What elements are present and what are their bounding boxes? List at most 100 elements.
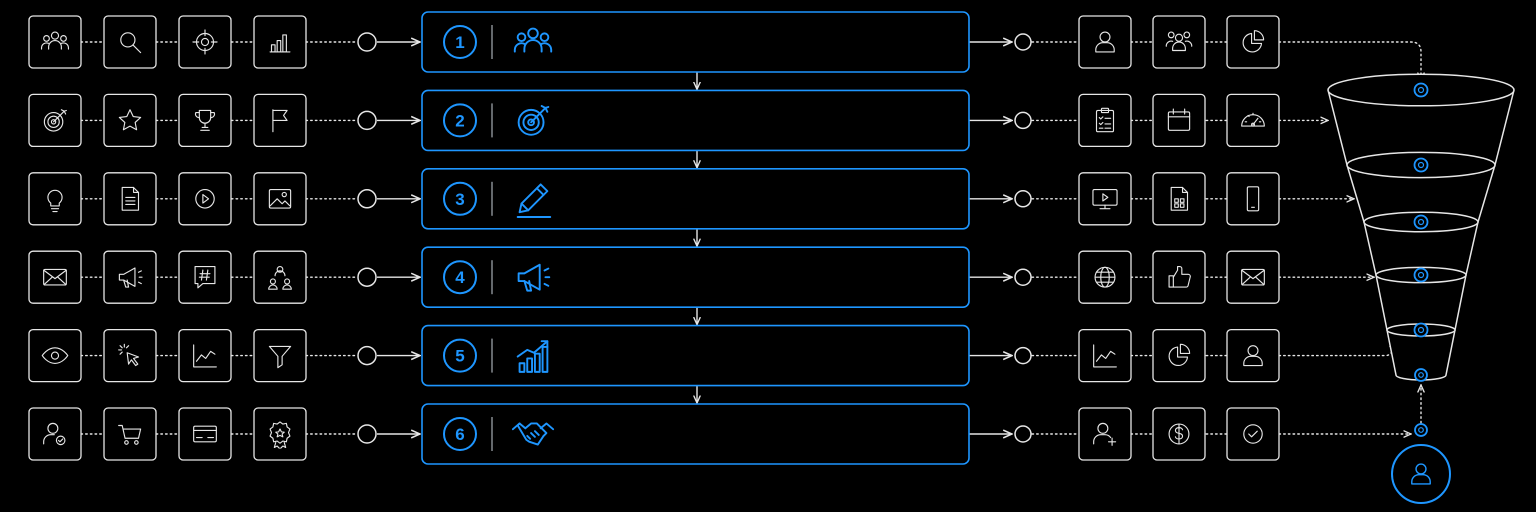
icon-tile xyxy=(28,407,82,461)
icon-tile xyxy=(103,15,157,69)
funnel-entry-node xyxy=(1414,423,1428,437)
lightbulb-icon xyxy=(47,189,63,213)
icon-tile xyxy=(1078,172,1132,226)
people-icon xyxy=(40,31,70,50)
credit-card-icon xyxy=(193,425,217,443)
dollar-icon xyxy=(1168,423,1190,445)
icon-tile xyxy=(178,250,232,304)
target-arrow-icon xyxy=(43,109,67,132)
funnel-node xyxy=(1413,82,1429,98)
stage-row-4: 4 xyxy=(28,246,1280,308)
award-badge-icon xyxy=(269,421,291,449)
connector-node xyxy=(357,345,377,366)
line-graph-icon xyxy=(193,344,217,368)
icon-tile xyxy=(1226,407,1280,461)
line-graph-icon xyxy=(1093,344,1117,368)
connector-node xyxy=(1014,111,1032,130)
icon-tile xyxy=(1226,250,1280,304)
funnel-band-5 xyxy=(1386,322,1456,381)
stage-row-6: 6 xyxy=(28,403,1280,465)
connector-node xyxy=(1014,33,1032,51)
stage-number-badge xyxy=(443,25,477,59)
icon-tile xyxy=(1152,407,1206,461)
monitor-play-icon xyxy=(1092,189,1118,210)
connector-node xyxy=(1014,190,1032,208)
search-icon xyxy=(120,32,142,54)
stage-box[interactable]: 4 xyxy=(421,246,970,308)
icon-tile xyxy=(1078,250,1132,304)
user-icon xyxy=(1411,463,1431,485)
icon-tile xyxy=(28,93,82,148)
check-circle-icon xyxy=(1243,424,1263,444)
connector-node xyxy=(1014,425,1032,443)
thumbs-up-icon xyxy=(1168,266,1191,288)
funnel-node xyxy=(1413,214,1429,230)
icon-tile xyxy=(253,15,307,69)
mail-icon xyxy=(43,268,67,286)
stage-number: 5 xyxy=(455,347,464,366)
hashtag-chat-icon xyxy=(194,266,216,289)
icon-tile xyxy=(103,172,157,226)
icon-tile xyxy=(1152,172,1206,226)
customer-node xyxy=(1391,444,1451,504)
stage-number: 4 xyxy=(455,268,465,287)
icon-tile xyxy=(178,15,232,69)
icon-tile xyxy=(1078,328,1132,383)
icon-tile xyxy=(178,328,232,383)
funnel-band-3 xyxy=(1363,211,1479,284)
stage-number: 1 xyxy=(455,33,464,52)
stage-number-badge xyxy=(443,181,477,216)
stage-box[interactable]: 3 xyxy=(421,168,970,230)
funnel-connector xyxy=(1278,340,1394,357)
globe-icon xyxy=(1094,266,1116,288)
filter-icon xyxy=(268,345,292,369)
calendar-icon xyxy=(1167,108,1191,131)
megaphone-icon xyxy=(118,267,143,288)
megaphone-icon xyxy=(517,263,551,292)
stage-box[interactable]: 2 xyxy=(421,89,970,152)
icon-tile xyxy=(178,407,232,461)
funnel-connector xyxy=(1278,41,1421,80)
icon-tile xyxy=(1078,407,1132,461)
icon-tile xyxy=(103,93,157,148)
stage-number-badge xyxy=(443,260,477,295)
people-icon xyxy=(513,27,553,53)
star-icon xyxy=(118,109,142,131)
stage-row-5: 5 xyxy=(28,324,1280,387)
stage-box[interactable]: 5 xyxy=(421,324,970,387)
connector-node xyxy=(357,189,377,209)
funnel xyxy=(1327,73,1515,504)
user-icon xyxy=(1095,31,1115,53)
icon-tile xyxy=(28,172,82,226)
flag-icon xyxy=(272,109,288,133)
connector-node xyxy=(357,424,377,444)
pie-chart-icon xyxy=(1168,343,1191,366)
image-icon xyxy=(268,189,292,209)
icon-tile xyxy=(103,407,157,461)
icon-tile xyxy=(1078,93,1132,148)
stage-box[interactable]: 1 xyxy=(421,11,970,73)
stage-number-badge xyxy=(443,417,477,451)
stage-row-1: 1 xyxy=(28,11,1280,73)
speedometer-icon xyxy=(1241,112,1265,127)
document-icon xyxy=(121,186,140,211)
target-arrow-icon xyxy=(517,105,550,136)
funnel-node xyxy=(1414,368,1428,382)
stage-box[interactable]: 6 xyxy=(421,403,970,465)
mail-icon xyxy=(1241,268,1265,286)
icon-tile xyxy=(253,328,307,383)
network-people-icon xyxy=(268,266,292,290)
icon-tile xyxy=(253,407,307,461)
icon-tile xyxy=(253,93,307,148)
connector-node xyxy=(357,267,377,287)
play-icon xyxy=(195,189,215,209)
icon-tile xyxy=(1152,250,1206,304)
pencil-icon xyxy=(516,183,552,218)
user-check-icon xyxy=(43,422,66,446)
funnel-node xyxy=(1413,322,1429,338)
icon-tile xyxy=(1226,93,1280,148)
stage-number: 6 xyxy=(455,425,464,444)
icon-tile xyxy=(1078,15,1132,69)
bar-chart-icon xyxy=(269,34,291,53)
